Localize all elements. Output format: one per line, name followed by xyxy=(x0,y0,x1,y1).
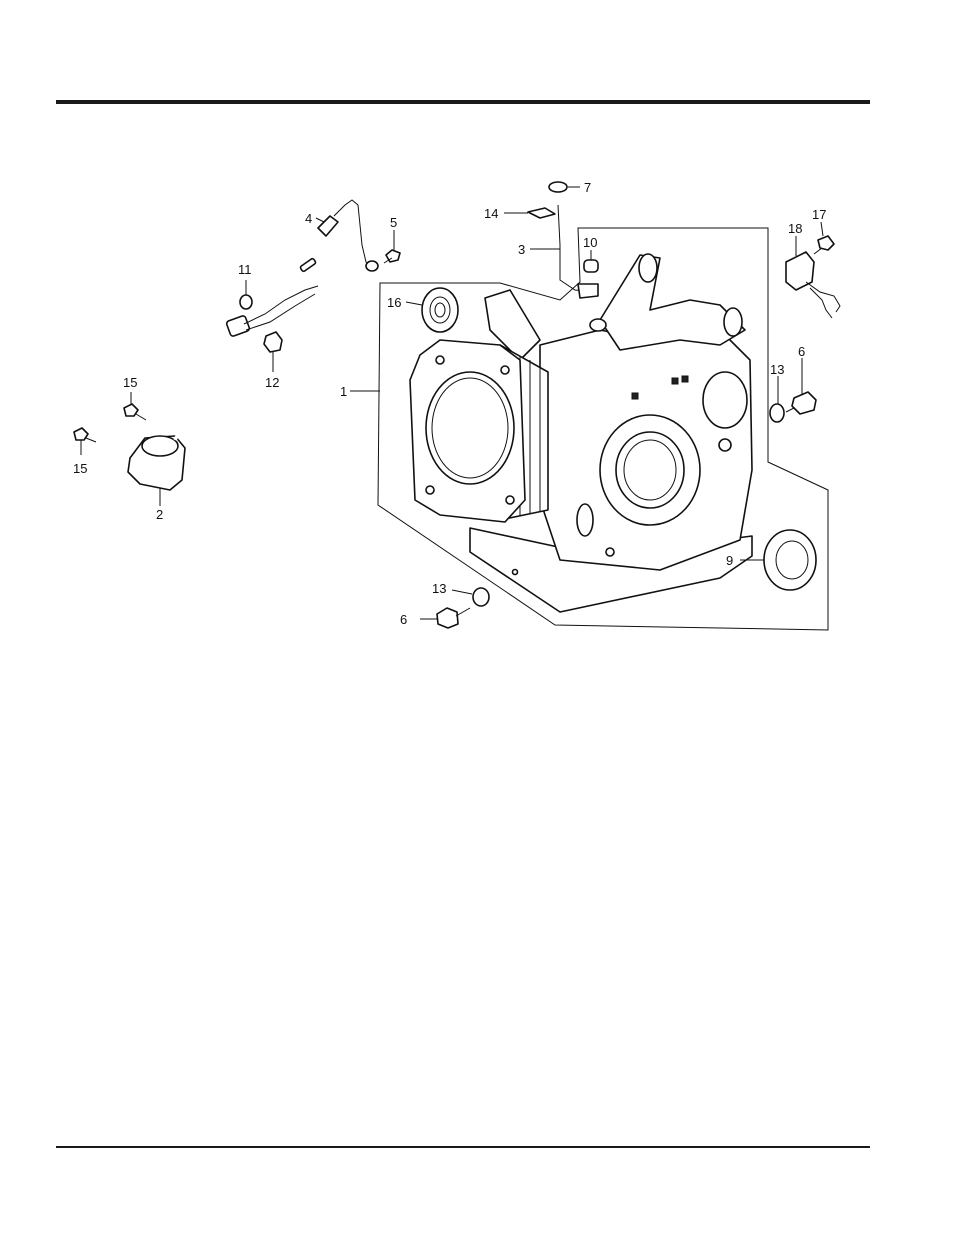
bolt-17 xyxy=(814,236,834,254)
callout-13-right: 13 xyxy=(770,362,784,377)
nut-7 xyxy=(549,182,567,192)
callout-15-upper: 15 xyxy=(123,375,137,390)
screw-15-upper xyxy=(124,404,146,420)
washer-13-lower xyxy=(473,588,489,606)
callout-13-lower: 13 xyxy=(432,581,446,596)
washer-13-right xyxy=(770,404,784,422)
callout-18: 18 xyxy=(788,221,802,236)
callout-9: 9 xyxy=(726,553,733,568)
callout-7: 7 xyxy=(584,180,591,195)
bolt-5 xyxy=(384,250,400,263)
callout-4: 4 xyxy=(305,211,312,226)
callout-16: 16 xyxy=(387,295,401,310)
callout-14: 14 xyxy=(484,206,498,221)
callout-12: 12 xyxy=(265,375,279,390)
washer-11 xyxy=(240,295,252,309)
callout-1: 1 xyxy=(340,384,347,399)
callout-6-right: 6 xyxy=(798,344,805,359)
callout-3: 3 xyxy=(518,242,525,257)
cylinder-block xyxy=(410,254,752,612)
bearing-16 xyxy=(422,288,458,332)
callout-5: 5 xyxy=(390,215,397,230)
nut-12 xyxy=(264,332,282,352)
bolt-6-lower xyxy=(437,608,470,628)
callout-11: 11 xyxy=(238,262,252,277)
oil-seal-9 xyxy=(764,530,816,590)
stop-switch-wire xyxy=(318,200,378,271)
screw-15-lower xyxy=(74,428,96,442)
bolt-6-right xyxy=(786,392,816,414)
callout-6-lower: 6 xyxy=(400,612,407,627)
callout-17: 17 xyxy=(812,207,826,222)
callout-15-lower: 15 xyxy=(73,461,87,476)
governor-rod xyxy=(528,205,598,298)
callout-10: 10 xyxy=(583,235,597,250)
oil-sensor-18 xyxy=(786,252,840,318)
callout-2: 2 xyxy=(156,507,163,522)
grommet-10 xyxy=(584,260,598,272)
ignition-coil xyxy=(128,258,318,490)
